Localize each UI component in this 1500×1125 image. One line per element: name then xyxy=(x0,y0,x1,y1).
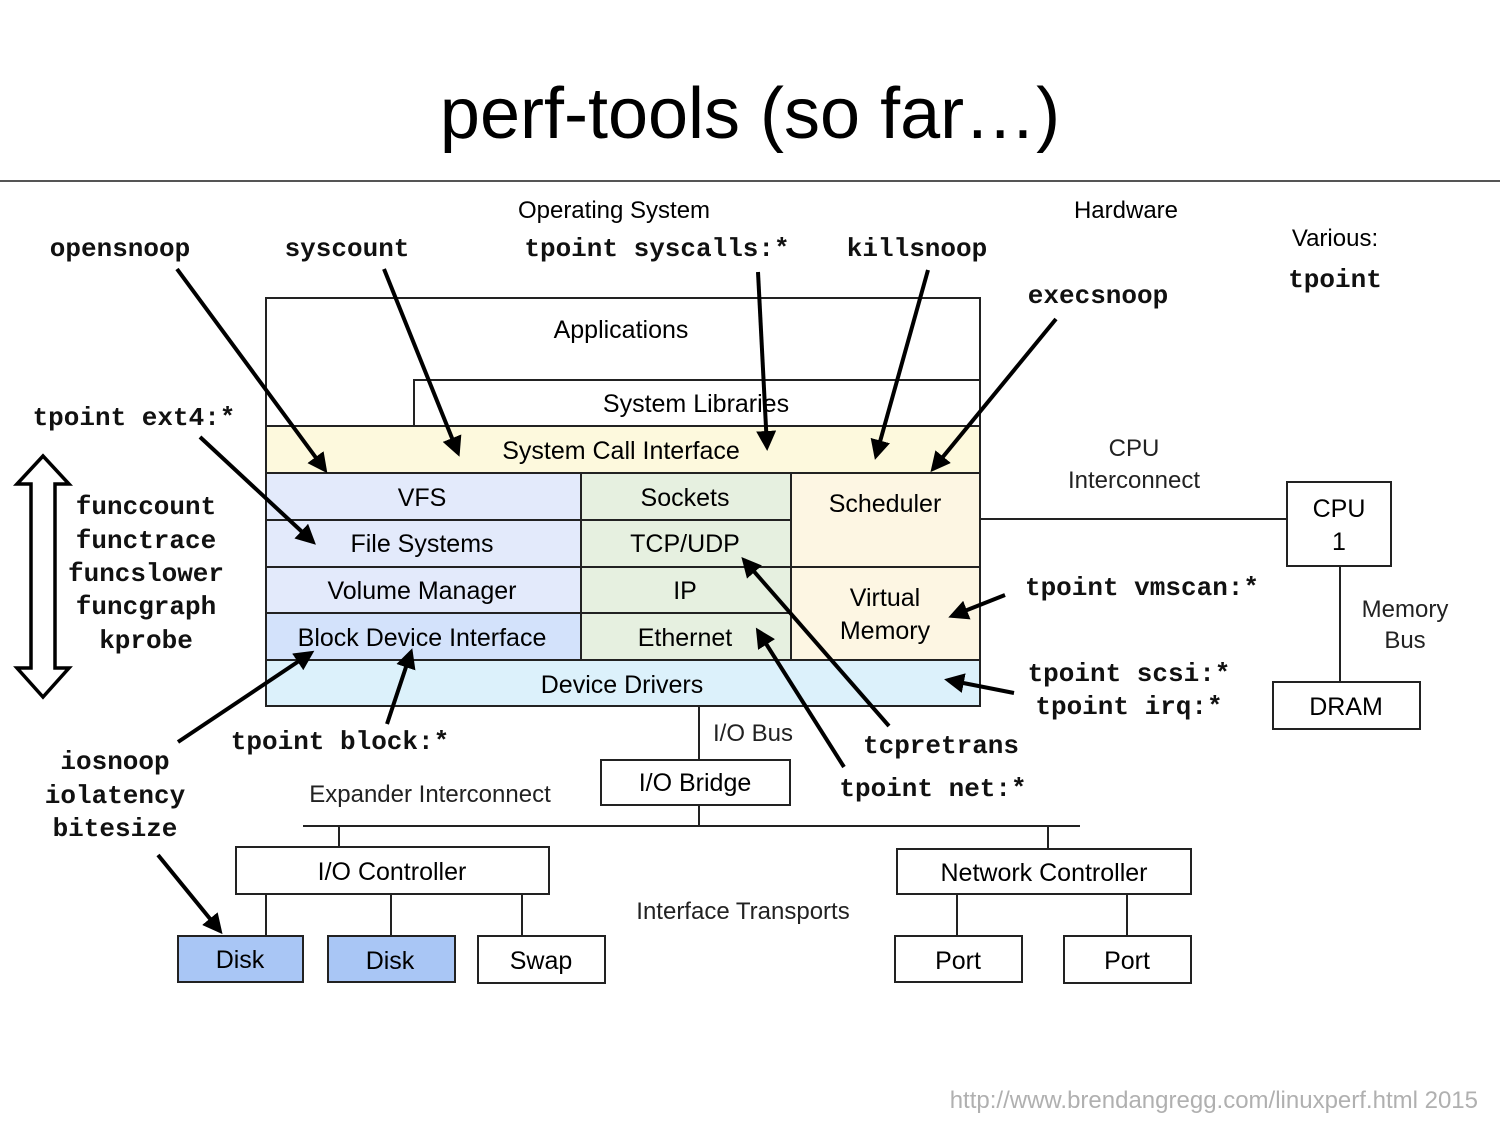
hardware: CPU Interconnect CPU 1 Memory Bus DRAM I… xyxy=(177,435,1449,984)
interface-transports-label: Interface Transports xyxy=(636,898,849,925)
cpu-box xyxy=(1286,481,1392,567)
dram-label: DRAM xyxy=(1309,693,1383,721)
virtual-memory-label-1: Virtual xyxy=(850,584,920,612)
tool-funcgraph: funcgraph xyxy=(76,592,216,622)
disk-label-2: Disk xyxy=(366,947,415,975)
network-controller-label: Network Controller xyxy=(940,859,1147,887)
memory-bus-label-2: Bus xyxy=(1384,627,1425,654)
tool-bitesize: bitesize xyxy=(53,814,178,844)
tool-opensnoop: opensnoop xyxy=(50,234,190,264)
swap-label: Swap xyxy=(510,947,573,975)
tool-arrows xyxy=(156,267,1058,935)
cpu-interconnect-label-1: CPU xyxy=(1109,435,1160,462)
system-libraries-label: System Libraries xyxy=(603,390,789,418)
arrow-opensnoop xyxy=(175,267,328,474)
io-bus-label: I/O Bus xyxy=(713,720,793,747)
cpu-label-2: 1 xyxy=(1332,528,1346,556)
scheduler-label: Scheduler xyxy=(829,490,942,518)
port-label-1: Port xyxy=(935,947,981,975)
cpu-label-1: CPU xyxy=(1313,495,1366,523)
arrow-tpoint-net xyxy=(755,627,846,769)
io-bridge-label: I/O Bridge xyxy=(639,769,752,797)
virtual-memory-label-2: Memory xyxy=(840,617,931,645)
tool-tpoint-vmscan: tpoint vmscan:* xyxy=(1025,573,1259,603)
various-tpoint-tool: tpoint xyxy=(1288,265,1382,295)
arrow-bitesize-disk xyxy=(156,853,223,935)
slide-title: perf-tools (so far…) xyxy=(440,74,1060,154)
arrow-tcpretrans xyxy=(741,556,891,728)
arrow-tpoint-block xyxy=(385,648,416,725)
scheduler-box xyxy=(790,472,981,568)
tool-labels: opensnoop syscount tpoint syscalls:* kil… xyxy=(33,234,1259,844)
system-call-interface-label: System Call Interface xyxy=(502,437,740,465)
tcp-udp-label: TCP/UDP xyxy=(630,530,740,558)
arrow-tpoint-ext4 xyxy=(198,435,316,545)
arrow-tpoint-syscalls xyxy=(756,271,777,451)
tool-tpoint-scsi: tpoint scsi:* xyxy=(1028,659,1231,689)
tool-funccount: funccount xyxy=(76,492,216,522)
double-arrow-icon xyxy=(12,453,74,700)
tool-funcslower: funcslower xyxy=(68,559,224,589)
io-controller-box xyxy=(235,846,550,895)
ip-label: IP xyxy=(673,577,697,605)
operating-system-label: Operating System xyxy=(518,197,710,224)
tool-iolatency: iolatency xyxy=(45,781,186,811)
memory-bus-label-1: Memory xyxy=(1362,596,1449,623)
ethernet-label: Ethernet xyxy=(638,624,733,652)
tool-iosnoop: iosnoop xyxy=(60,747,169,777)
tool-tcpretrans: tcpretrans xyxy=(863,731,1019,761)
expander-interconnect-label: Expander Interconnect xyxy=(309,781,551,808)
file-systems-label: File Systems xyxy=(350,530,493,558)
io-bridge-box xyxy=(600,759,791,806)
tool-functrace: functrace xyxy=(76,526,216,556)
device-drivers-label: Device Drivers xyxy=(541,671,704,699)
arrow-tpoint-vmscan xyxy=(948,593,1006,620)
tool-tpoint-syscalls: tpoint syscalls:* xyxy=(524,234,789,264)
tool-tpoint-net: tpoint net:* xyxy=(839,774,1026,804)
io-controller-label: I/O Controller xyxy=(318,858,467,886)
tool-tpoint-block: tpoint block:* xyxy=(231,727,449,757)
tool-kprobe: kprobe xyxy=(99,626,193,656)
os-stack: Applications System Libraries System Cal… xyxy=(265,297,981,707)
arrow-syscount xyxy=(382,268,462,457)
arrow-tpoint-scsi-irq xyxy=(944,673,1015,695)
sockets-label: Sockets xyxy=(641,484,730,512)
volume-manager-label: Volume Manager xyxy=(327,577,516,605)
various-label: Various: xyxy=(1292,225,1378,252)
port-box-1 xyxy=(894,935,1023,983)
arrow-killsnoop xyxy=(870,269,930,460)
tool-execsnoop: execsnoop xyxy=(1028,281,1168,311)
footer-url: http://www.brendangregg.com/linuxperf.ht… xyxy=(950,1087,1478,1114)
disk-label-1: Disk xyxy=(216,946,265,974)
arrow-iosnoop xyxy=(176,650,315,744)
dram-box xyxy=(1272,681,1421,730)
block-device-interface-label: Block Device Interface xyxy=(298,624,547,652)
network-controller-box xyxy=(896,848,1192,895)
cpu-interconnect-label-2: Interconnect xyxy=(1068,467,1200,494)
arrow-execsnoop xyxy=(930,317,1058,473)
disk-box-2 xyxy=(327,935,456,983)
tool-killsnoop: killsnoop xyxy=(847,234,987,264)
port-label-2: Port xyxy=(1104,947,1150,975)
vfs-label: VFS xyxy=(398,484,447,512)
tool-tpoint-ext4: tpoint ext4:* xyxy=(33,403,236,433)
applications-label: Applications xyxy=(554,316,689,344)
disk-box-1 xyxy=(177,935,304,983)
port-box-2 xyxy=(1063,935,1192,984)
tool-tpoint-irq: tpoint irq:* xyxy=(1035,692,1222,722)
tool-syscount: syscount xyxy=(285,234,410,264)
swap-box xyxy=(477,935,606,984)
hardware-label: Hardware xyxy=(1074,197,1178,224)
